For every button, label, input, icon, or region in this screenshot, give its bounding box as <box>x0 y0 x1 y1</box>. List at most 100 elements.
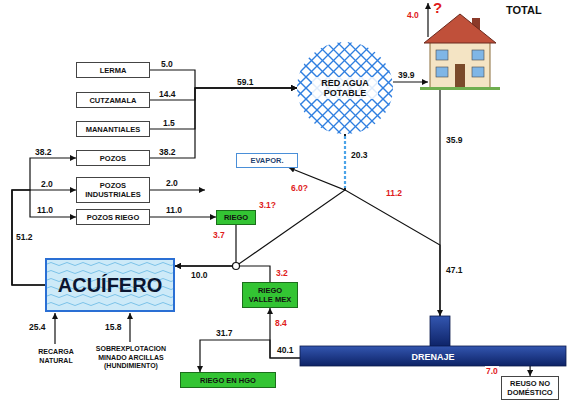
hatch-lines <box>205 42 484 134</box>
node-text: RIEGO <box>224 213 248 222</box>
flow-arrow <box>175 134 345 266</box>
node-text: POZOS INDUSTRIALES <box>80 181 146 199</box>
flow-value: 2.0 <box>40 179 54 189</box>
hatch-line <box>216 42 308 134</box>
irrigation-box: RIEGO EN HGO <box>180 372 276 388</box>
hatch-line <box>216 42 308 134</box>
junction-circle <box>233 263 240 270</box>
title-text: TOTAL <box>505 4 543 17</box>
hatch-line <box>381 42 473 134</box>
flow-value: ? <box>432 0 443 16</box>
flow-value: 31.7 <box>215 328 234 338</box>
house-door <box>455 64 465 88</box>
flow-value: 10.0 <box>190 270 209 280</box>
hatch-line <box>205 42 297 134</box>
pipe-riser <box>430 316 450 347</box>
flow-arrow <box>54 313 55 344</box>
distribution-network: RED AGUA POTABLE <box>297 42 393 134</box>
flow-value: 38.2 <box>158 147 177 157</box>
hatch-line <box>392 42 484 134</box>
flow-arrow <box>175 225 236 267</box>
hatch-line <box>205 42 297 134</box>
flow-value: 59.1 <box>236 77 255 87</box>
flow-value: 3.1? <box>258 200 277 210</box>
flow-arrow <box>200 340 300 372</box>
note-text: SOBREXPLOTACION MINADO ARCILLAS (HUNDIMI… <box>88 345 174 371</box>
node-text: ACUÍFERO <box>58 274 162 296</box>
node-text: EVAPOR. <box>250 156 283 165</box>
house-window <box>472 67 484 77</box>
flow-value: 35.9 <box>445 135 464 145</box>
flow-value: 4.0 <box>406 10 420 20</box>
water-fill <box>47 260 173 310</box>
aquifer-box: ACUÍFERO <box>45 258 175 312</box>
drainage-pipe: DRENAJE <box>300 316 566 366</box>
flow-arrow <box>270 308 300 358</box>
note-text: RECARGA NATURAL <box>30 348 82 365</box>
flow-arrow <box>150 189 205 190</box>
house-window <box>436 50 448 60</box>
flow-value: 3.2 <box>275 268 289 278</box>
flow-arrow <box>175 266 270 282</box>
house-window <box>436 67 448 77</box>
evaporation-box: EVAPOR. <box>236 153 298 168</box>
house-lawn <box>420 87 500 90</box>
node-text: POZOS <box>100 154 126 163</box>
flow-value: 1.5 <box>162 118 176 128</box>
node-text: REUSO NO DOMÉSTICO <box>505 379 555 397</box>
flow-value: 40.1 <box>276 345 295 355</box>
flow-value: 11.0 <box>36 205 54 215</box>
flow-value: 3.7 <box>212 230 226 240</box>
flow-value: 8.4 <box>274 318 288 328</box>
dashed-stem <box>344 136 346 188</box>
node-text: CUTZAMALA <box>89 96 136 105</box>
node-text: RIEGO EN HGO <box>200 376 256 385</box>
source-box: POZOS INDUSTRIALES <box>76 177 150 203</box>
flow-value: 20.3 <box>350 150 369 160</box>
flow-value: 7.0 <box>485 366 499 376</box>
flow-value: 25.4 <box>28 322 47 332</box>
hatch-line <box>392 42 484 134</box>
flow-value: 38.2 <box>34 147 53 157</box>
flow-value: 11.0 <box>165 205 183 215</box>
house-illustration <box>420 14 500 90</box>
flow-arrow <box>150 70 297 88</box>
flow-arrow <box>393 81 428 82</box>
flow-arrow <box>345 134 440 316</box>
pipe-main <box>300 346 566 366</box>
flow-value: 39.9 <box>397 70 416 80</box>
flow-value: 51.2 <box>15 232 34 242</box>
source-box: POZOS RIEGO <box>76 209 150 225</box>
flow-arrow <box>150 216 216 217</box>
node-text: POZOS RIEGO <box>87 213 140 222</box>
source-box: CUTZAMALA <box>76 92 150 108</box>
stem-mask <box>343 136 347 188</box>
hatch-line <box>370 42 462 134</box>
node-text: RED AGUA POTABLE <box>312 77 378 99</box>
source-box: POZOS <box>76 150 150 166</box>
node-text: MANANTIALES <box>86 125 141 134</box>
flow-line <box>439 90 440 316</box>
flow-value: 47.1 <box>445 265 464 275</box>
flow-decoration <box>55 3 440 344</box>
hatch-line <box>381 42 473 134</box>
flow-arrow <box>150 88 297 129</box>
source-box: MANANTIALES <box>76 121 150 137</box>
reuse-box: REUSO NO DOMÉSTICO <box>501 376 559 400</box>
irrigation-box: RIEGO <box>216 210 256 225</box>
house-wall <box>430 42 490 88</box>
flow-arrow <box>150 88 297 100</box>
source-box: LERMA <box>76 62 150 78</box>
flow-value: 14.4 <box>158 89 177 99</box>
node-text: RIEGO VALLE MEX <box>246 286 294 304</box>
node-text: LERMA <box>100 66 127 75</box>
edge-layer <box>12 70 530 376</box>
flow-value: 2.0 <box>165 178 179 188</box>
flow-value: 5.0 <box>160 59 174 69</box>
flow-arrow <box>529 366 530 376</box>
flow-arrow <box>427 3 428 37</box>
irrigation-box: RIEGO VALLE MEX <box>242 282 298 308</box>
flow-value: 15.8 <box>104 322 123 332</box>
